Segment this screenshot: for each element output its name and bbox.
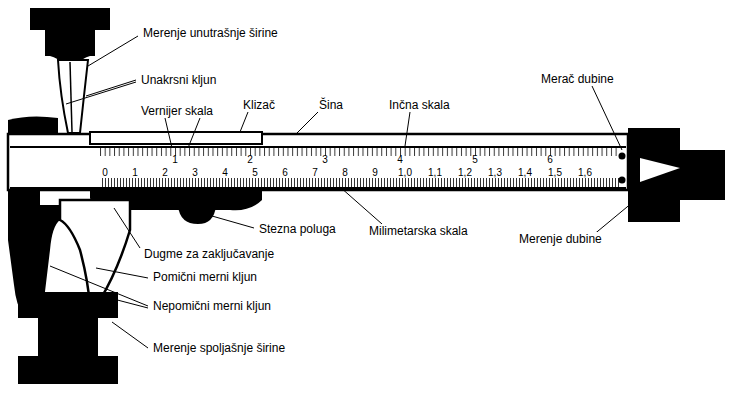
- scale-number: 5: [472, 154, 478, 165]
- scale-number: 2: [247, 154, 253, 165]
- part-label: Unakrsni kljun: [140, 73, 217, 87]
- part-label: Šina: [318, 98, 344, 112]
- part-label: Merenje unutrašnje širine: [142, 26, 279, 40]
- part-label: Merenje spoljašnje širine: [152, 341, 286, 355]
- part-label: Dugme za zaključavanje: [143, 247, 275, 261]
- scale-number: 6: [282, 167, 288, 178]
- scale-number: 1,2: [458, 167, 472, 178]
- scale-number: 7: [312, 167, 318, 178]
- scale-number: 3: [192, 167, 198, 178]
- part-label: Stezna poluga: [258, 222, 337, 236]
- scale-number: 1,3: [488, 167, 502, 178]
- part-label: Pomični merni kljun: [152, 270, 258, 284]
- part-label: Klizač: [242, 98, 276, 112]
- scale-number: 4: [397, 154, 403, 165]
- part-label: Vernijer skala: [140, 104, 214, 118]
- part-label: Milimetarska skala: [368, 224, 469, 238]
- scale-number: 8: [342, 167, 348, 178]
- scale-number: 3: [322, 154, 328, 165]
- part-label: Nepomični merni kljun: [152, 299, 272, 313]
- scale-number: 6: [547, 154, 553, 165]
- scale-number: 1,1: [428, 167, 442, 178]
- scale-number: 2: [162, 167, 168, 178]
- part-label: Merač dubine: [540, 72, 615, 86]
- scale-number: 1,5: [548, 167, 562, 178]
- part-label: Inčna skala: [388, 98, 451, 112]
- scale-number: 1,4: [518, 167, 532, 178]
- scale-number: 1: [132, 167, 138, 178]
- scale-number: 5: [252, 167, 258, 178]
- scale-number: 0: [102, 167, 108, 178]
- scale-number: 1: [172, 154, 178, 165]
- scale-number: 4: [222, 167, 228, 178]
- scale-number: 1,6: [578, 167, 592, 178]
- part-label: Merenje dubine: [518, 232, 603, 246]
- scale-number: 9: [372, 167, 378, 178]
- scale-number: 1,0: [398, 167, 412, 178]
